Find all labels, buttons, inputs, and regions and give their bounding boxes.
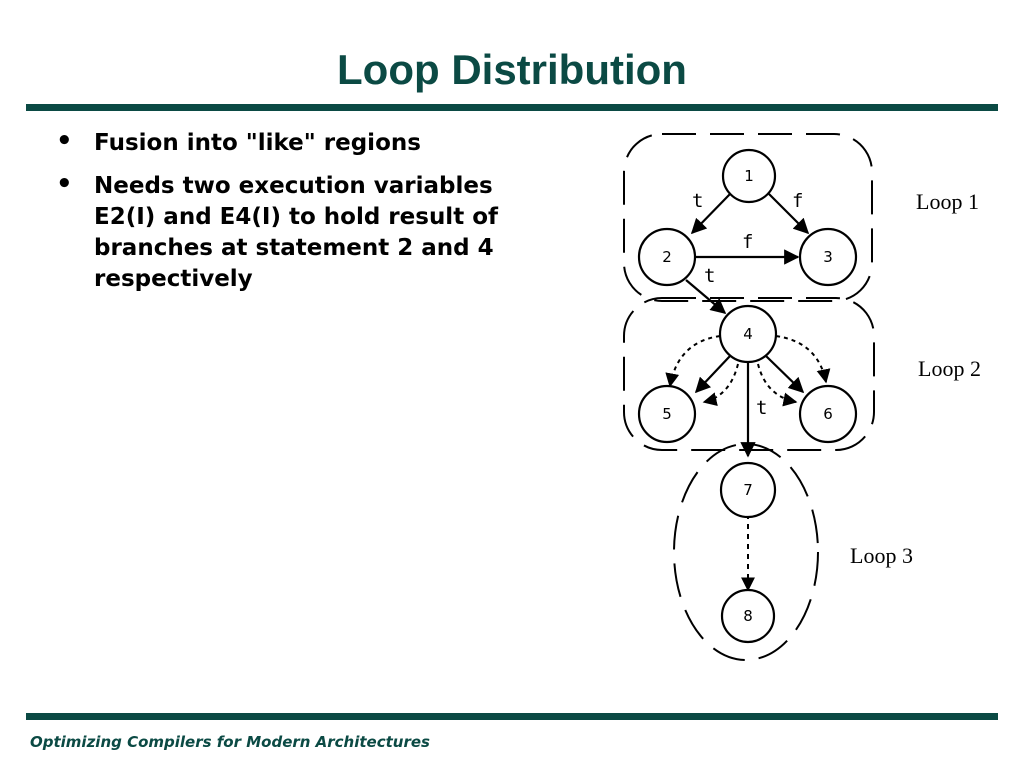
svg-text:2: 2 [662, 248, 672, 266]
title-divider [26, 104, 998, 111]
svg-text:6: 6 [823, 405, 833, 423]
loop-3-label: Loop 3 [850, 543, 913, 568]
edge-4-5 [694, 355, 731, 394]
edge-1-3 [768, 193, 810, 235]
edge-label-2-3: f [742, 231, 753, 253]
svg-text:8: 8 [743, 607, 753, 625]
edge-2-4 [685, 279, 727, 314]
edge-1-2 [690, 193, 731, 235]
edge-label-1-3: f [792, 190, 803, 212]
edge-4-5-dotted-outer [665, 335, 721, 388]
node-6: 6 [798, 384, 858, 444]
bullet-icon: • [56, 169, 73, 199]
edge-label-2-4: t [704, 265, 715, 287]
svg-text:4: 4 [743, 325, 753, 343]
node-7: 7 [719, 461, 777, 519]
node-3: 3 [798, 227, 858, 287]
svg-text:7: 7 [743, 481, 753, 499]
node-8: 8 [720, 588, 776, 644]
loop-2-label: Loop 2 [918, 356, 981, 381]
control-flow-diagram: 1 2 3 4 5 6 7 8 t f f t t Loop 1 Loop 2 … [623, 133, 981, 661]
node-2: 2 [637, 227, 697, 287]
node-1: 1 [721, 148, 777, 204]
bullet-item: • Needs two execution variables E2(I) an… [56, 169, 506, 295]
edge-label-4-7: t [756, 397, 767, 419]
bullet-list: • Fusion into "like" regions • Needs two… [56, 126, 506, 307]
bullet-text: Needs two execution variables E2(I) and … [94, 173, 499, 292]
edge-4-6 [765, 355, 805, 394]
footer-text: Optimizing Compilers for Modern Architec… [30, 733, 430, 751]
bullet-icon: • [56, 126, 73, 156]
bullet-text: Fusion into "like" regions [94, 130, 421, 156]
slide-title: Loop Distribution [337, 46, 687, 93]
edge-4-5-dotted-inner [702, 363, 739, 406]
edge-label-1-2: t [692, 190, 703, 212]
bullet-item: • Fusion into "like" regions [56, 126, 506, 159]
loop-1-label: Loop 1 [916, 189, 979, 214]
svg-text:1: 1 [744, 167, 754, 185]
footer-divider [26, 713, 998, 720]
svg-text:3: 3 [823, 248, 833, 266]
edge-4-6-dotted-outer [775, 335, 831, 384]
node-4: 4 [718, 304, 778, 364]
loop-3-region [673, 443, 819, 661]
node-5: 5 [637, 384, 697, 444]
svg-text:5: 5 [662, 405, 672, 423]
